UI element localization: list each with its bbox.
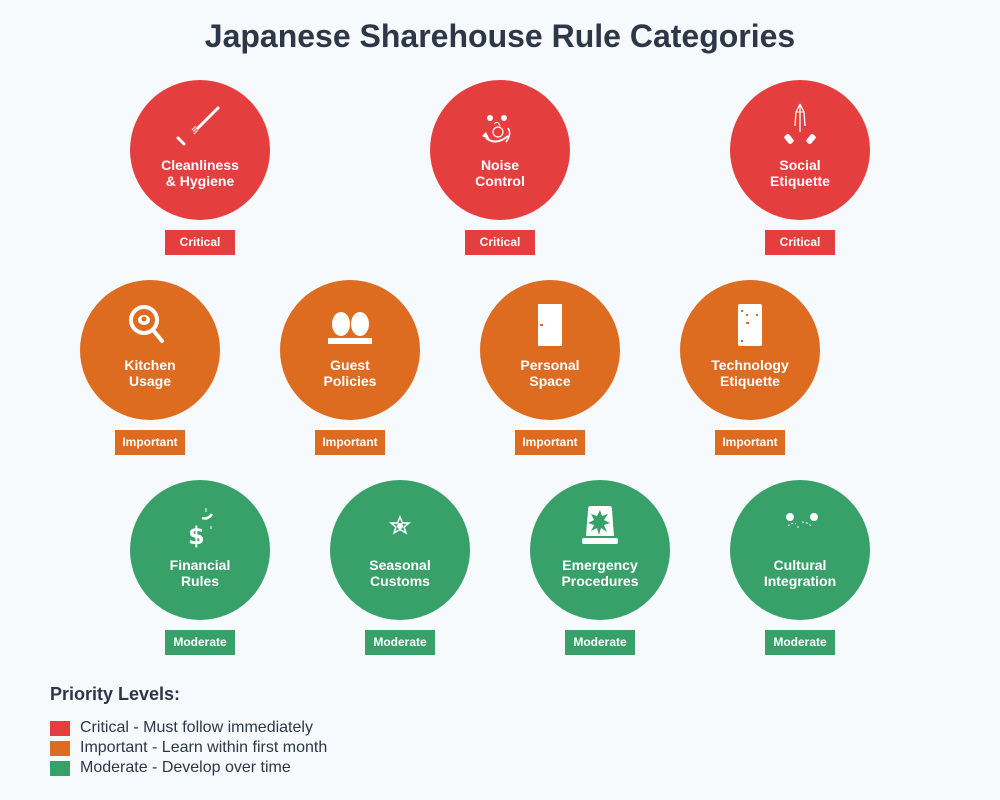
svg-text:$: $ bbox=[188, 522, 205, 550]
priority-badge: Critical bbox=[165, 230, 235, 255]
priority-badge: Critical bbox=[465, 230, 535, 255]
bowing-hands-icon bbox=[776, 102, 824, 150]
legend-label: Moderate - Develop over time bbox=[80, 759, 291, 776]
legend-swatch-critical bbox=[50, 720, 70, 736]
legend-item-important: Important - Learn within first month bbox=[50, 738, 327, 758]
phone-icon bbox=[726, 302, 774, 350]
priority-badge: Important bbox=[315, 430, 385, 455]
legend-swatch-important bbox=[50, 740, 70, 756]
broom-icon bbox=[176, 102, 224, 150]
money-icon: $ bbox=[176, 502, 224, 550]
legend-title: Priority Levels: bbox=[50, 684, 181, 704]
priority-badge: Moderate bbox=[765, 630, 835, 655]
priority-badge: Moderate bbox=[565, 630, 635, 655]
legend-item-moderate: Moderate - Develop over time bbox=[50, 758, 327, 778]
star-icon bbox=[376, 502, 424, 550]
category-circle: Cleanliness& Hygiene bbox=[130, 80, 270, 220]
category-cleanliness-hygiene: Cleanliness& Hygiene Critical bbox=[130, 80, 270, 255]
priority-badge: Important bbox=[515, 430, 585, 455]
priority-badge: Critical bbox=[765, 230, 835, 255]
legend-label: Critical - Must follow immediately bbox=[80, 719, 313, 736]
noise-icon bbox=[476, 102, 524, 150]
category-label: Cleanliness& Hygiene bbox=[161, 157, 239, 189]
legend-label: Important - Learn within first month bbox=[80, 739, 328, 756]
priority-badge: Important bbox=[715, 430, 785, 455]
priority-legend: Priority Levels: Critical - Must follow … bbox=[50, 684, 327, 778]
legend-item-critical: Critical - Must follow immediately bbox=[50, 718, 327, 738]
priority-badge: Moderate bbox=[165, 630, 235, 655]
door-icon bbox=[526, 302, 574, 350]
legend-swatch-moderate bbox=[50, 760, 70, 776]
frying-pan-icon bbox=[126, 302, 174, 350]
people-icon bbox=[326, 302, 374, 350]
siren-icon bbox=[576, 502, 624, 550]
priority-badge: Moderate bbox=[365, 630, 435, 655]
priority-badge: Important bbox=[115, 430, 185, 455]
page-title: Japanese Sharehouse Rule Categories bbox=[204, 18, 796, 54]
handshake-icon bbox=[776, 502, 824, 550]
